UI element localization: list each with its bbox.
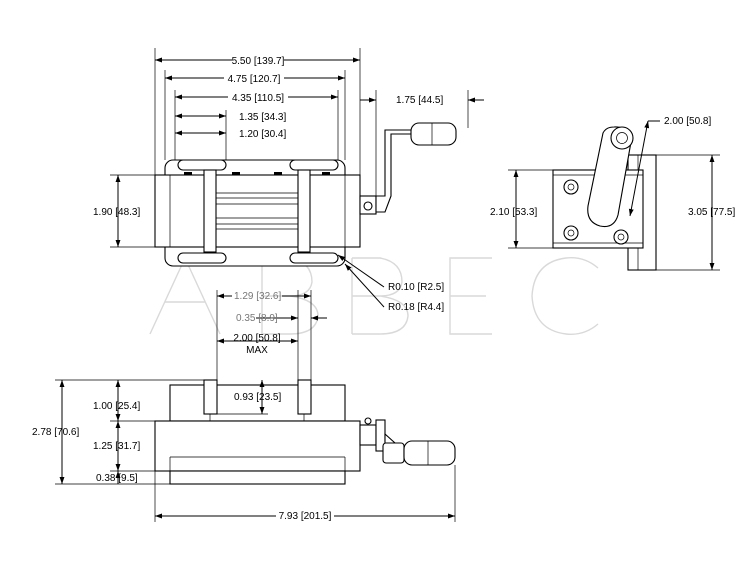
vise-body <box>154 174 361 248</box>
base <box>169 470 346 485</box>
dim-side-overall-height: 3.05 [77.5] <box>688 207 735 218</box>
side-view-dimensions: 2.10 [53.3] 3.05 [77.5] 2.00 [50.8] <box>490 116 735 271</box>
front-crank-neck <box>382 442 405 464</box>
dim-body-height: 1.90 [48.3] <box>93 207 140 218</box>
mount-slot <box>289 252 339 264</box>
dim-handle-offset: 1.75 [44.5] <box>396 95 443 106</box>
side-grip-end <box>610 126 634 150</box>
dim-front-body-height: 1.25 [31.7] <box>93 441 140 452</box>
upper-body <box>169 384 346 422</box>
dim-mount-height: 2.10 [53.3] <box>490 207 537 218</box>
dim-handle-length: 2.00 [50.8] <box>664 116 711 127</box>
dim-radius-large: R0.18 [R4.4] <box>388 302 444 313</box>
dim-overall-length: 7.93 [201.5] <box>279 511 332 522</box>
dim-front-overall-height: 2.78 [70.6] <box>32 427 79 438</box>
fixed-jaw <box>203 169 217 253</box>
front-crank-screw <box>364 417 372 425</box>
dim-radius-small: R0.10 [R2.5] <box>388 282 444 293</box>
mount-slot <box>177 252 227 264</box>
top-view <box>154 122 457 267</box>
bolt <box>563 179 579 195</box>
dim-slot-span: 1.35 [34.3] <box>239 112 286 123</box>
front-crank-hub <box>359 424 377 446</box>
side-view <box>552 126 657 271</box>
lower-body <box>154 420 361 472</box>
dim-max-opening: 2.00 [50.8] <box>233 333 280 344</box>
front-fixed-jaw <box>203 379 218 415</box>
dim-jaw-height: 1.00 [25.4] <box>93 401 140 412</box>
top-view-dimensions: 5.50 [139.7] 4.75 [120.7] 4.35 [110.5] 1… <box>93 48 484 313</box>
dim-jaw-thickness: 0.35 [8.9] <box>236 313 278 324</box>
moving-jaw <box>297 169 311 253</box>
front-moving-jaw <box>297 379 312 415</box>
dim-max-label: MAX <box>246 345 268 356</box>
dim-overall-width: 5.50 [139.7] <box>232 56 285 67</box>
dim-jaw-depth: 0.93 [23.5] <box>234 392 281 403</box>
front-view <box>154 379 456 485</box>
front-crank-grip <box>403 440 456 466</box>
bolt <box>613 229 629 245</box>
front-view-dimensions: 1.29 [32.6] 0.35 [8.9] 2.00 [50.8] MAX 1… <box>32 290 456 522</box>
dim-slot-center-width: 4.75 [120.7] <box>228 74 281 85</box>
crank-grip <box>410 122 457 146</box>
dim-jaw-offset: 1.29 [32.6] <box>234 291 281 302</box>
dim-base-height: 0.38 [9.5] <box>96 473 138 484</box>
bolt <box>563 225 579 241</box>
dim-inner-width: 4.35 [110.5] <box>232 93 284 104</box>
dim-slot-spacing: 1.20 [30.4] <box>239 129 286 140</box>
mount-slot <box>289 159 339 171</box>
crank-screw <box>363 201 373 211</box>
crank-arm <box>375 129 414 213</box>
mount-slot <box>177 159 227 171</box>
